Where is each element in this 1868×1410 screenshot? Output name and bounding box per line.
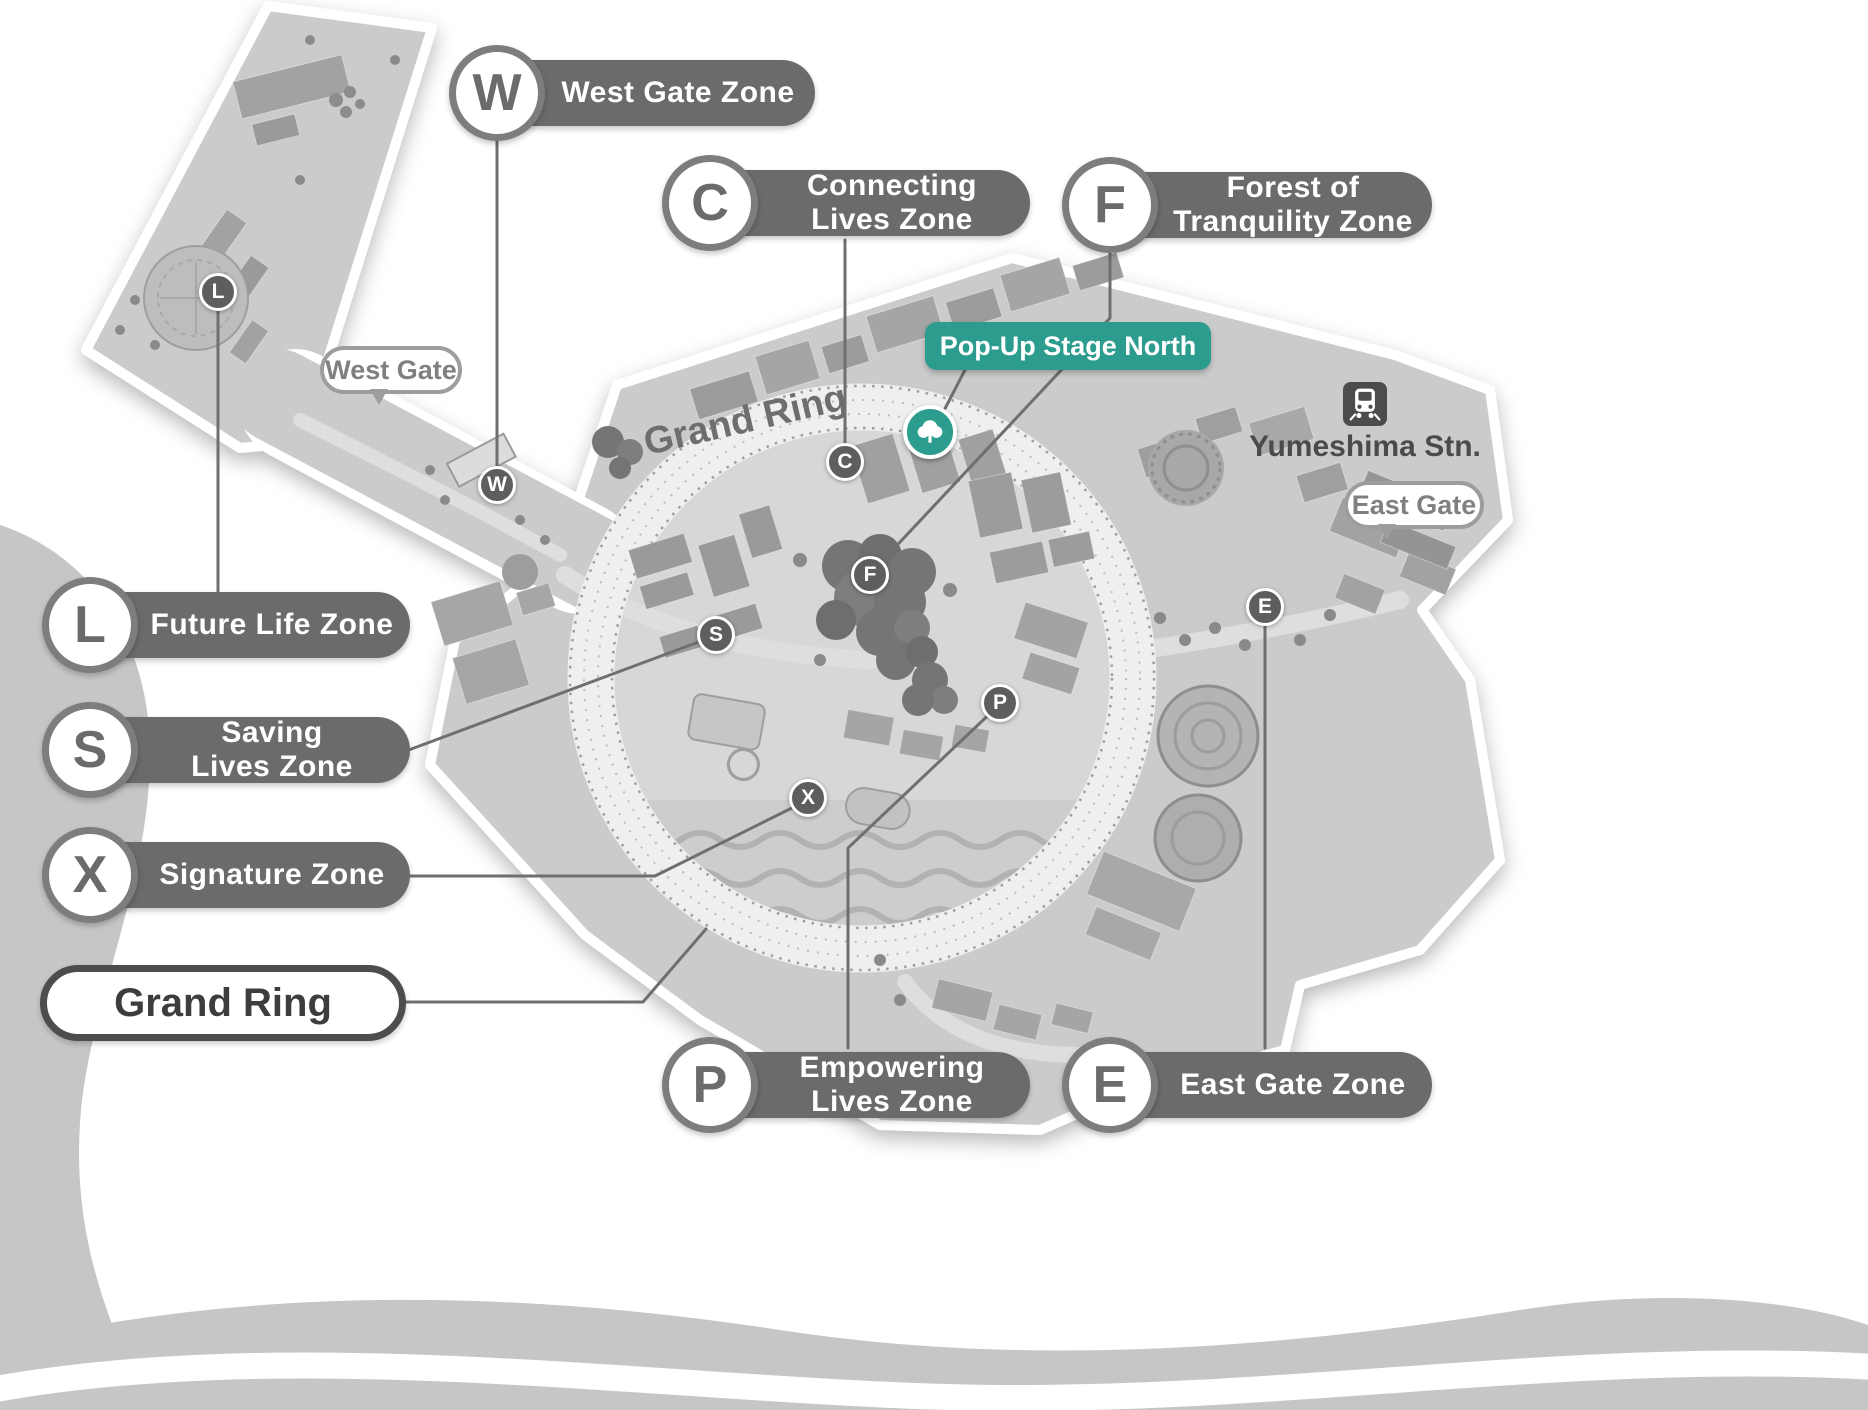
zone-letter-badge: E: [1062, 1037, 1158, 1133]
zone-callout-connecting-lives[interactable]: Connecting Lives Zone C: [662, 155, 1030, 251]
zone-callout-saving-lives[interactable]: Saving Lives Zone S: [42, 702, 410, 798]
zone-pill: Empowering Lives Zone: [710, 1051, 1030, 1118]
zone-pill: Future Life Zone: [90, 592, 410, 658]
map-marker-w[interactable]: W: [478, 466, 516, 504]
grand-ring-legend-label: Grand Ring: [114, 980, 332, 1025]
west-gate-badge[interactable]: West Gate: [320, 346, 462, 405]
station-label: Yumeshima Stn.: [1249, 430, 1481, 463]
west-gate-label: West Gate: [325, 354, 457, 385]
zone-callout-signature[interactable]: Signature Zone X: [42, 827, 410, 923]
zone-pill: Signature Zone: [90, 842, 410, 908]
zone-callout-east-gate[interactable]: East Gate Zone E: [1062, 1037, 1432, 1133]
buildings-ring-southeast: [1013, 601, 1090, 696]
zone-letter-badge: P: [662, 1037, 758, 1133]
leader-lines: [216, 133, 1267, 1050]
popup-stage-label: Pop-Up Stage North: [939, 330, 1197, 361]
map-marker-x[interactable]: X: [789, 779, 827, 817]
east-gate-pointer: [1378, 524, 1396, 540]
leader-line-f: [870, 250, 1112, 574]
zone-pill: Saving Lives Zone: [90, 716, 410, 783]
buildings-bottom-right: [1084, 850, 1198, 962]
zone-label: East Gate Zone: [1180, 1068, 1406, 1102]
map-marker-c[interactable]: C: [826, 443, 864, 481]
grand-ring: [567, 383, 1157, 973]
northwest-buildings: [143, 54, 365, 365]
zone-pill: Connecting Lives Zone: [710, 169, 1030, 236]
zone-pill: East Gate Zone: [1110, 1052, 1432, 1118]
buildings-west-spur: [430, 580, 557, 705]
leader-line-p: [846, 704, 1000, 1050]
zone-callout-west-gate[interactable]: West Gate Zone W: [449, 45, 815, 141]
map-marker-l[interactable]: L: [199, 273, 237, 311]
buildings-ring-east: [967, 471, 1096, 585]
tree-icon: [917, 420, 943, 443]
leader-line-x: [404, 800, 806, 878]
map-marker-s[interactable]: S: [697, 616, 735, 654]
station-group: Yumeshima Stn.: [1249, 382, 1481, 464]
train-icon: [1343, 382, 1387, 426]
round-pavilions-large: [1153, 684, 1260, 883]
zone-letter-badge: W: [449, 45, 545, 141]
map-marker-p[interactable]: P: [981, 684, 1019, 722]
zone-label: Saving Lives Zone: [191, 716, 353, 783]
zone-label: Signature Zone: [159, 858, 385, 892]
leader-line-s: [404, 635, 714, 753]
zone-label: West Gate Zone: [561, 76, 795, 110]
zone-label: Forest of Tranquility Zone: [1173, 171, 1413, 238]
spiral-structure: [502, 554, 538, 590]
zone-pill: Forest of Tranquility Zone: [1110, 171, 1432, 238]
map-marker-f[interactable]: F: [851, 556, 889, 594]
zone-callout-empowering-lives[interactable]: Empowering Lives Zone P: [662, 1037, 1030, 1133]
zone-label: Connecting Lives Zone: [807, 169, 977, 236]
popup-stage-marker[interactable]: [903, 405, 957, 459]
west-gate-pointer: [370, 389, 388, 405]
zone-label: Future Life Zone: [150, 608, 394, 642]
tree-dots: [115, 35, 1336, 1006]
east-gate-label: East Gate: [1351, 489, 1477, 520]
zone-pill: West Gate Zone: [497, 60, 815, 126]
popup-stage-badge[interactable]: Pop-Up Stage North: [925, 322, 1211, 370]
grand-ring-legend-badge[interactable]: Grand Ring: [40, 965, 406, 1041]
zone-label: Empowering Lives Zone: [799, 1051, 985, 1118]
east-gate-badge[interactable]: East Gate: [1344, 481, 1484, 540]
round-pavilion-small: [1148, 430, 1224, 506]
zone-letter-badge: F: [1062, 157, 1158, 253]
buildings-south: [930, 978, 1094, 1041]
leader-line-grand-ring: [400, 927, 708, 1004]
zone-letter-badge: S: [42, 702, 138, 798]
zone-letter-badge: C: [662, 155, 758, 251]
buildings-ring-north: [849, 427, 1008, 505]
map-marker-e[interactable]: E: [1246, 588, 1284, 626]
zone-letter-badge: L: [42, 577, 138, 673]
zone-callout-future-life[interactable]: Future Life Zone L: [42, 577, 410, 673]
zone-letter-badge: X: [42, 827, 138, 923]
zone-callout-forest-of-tranquility[interactable]: Forest of Tranquility Zone F: [1062, 157, 1432, 253]
buildings-ring-south: [687, 693, 990, 830]
